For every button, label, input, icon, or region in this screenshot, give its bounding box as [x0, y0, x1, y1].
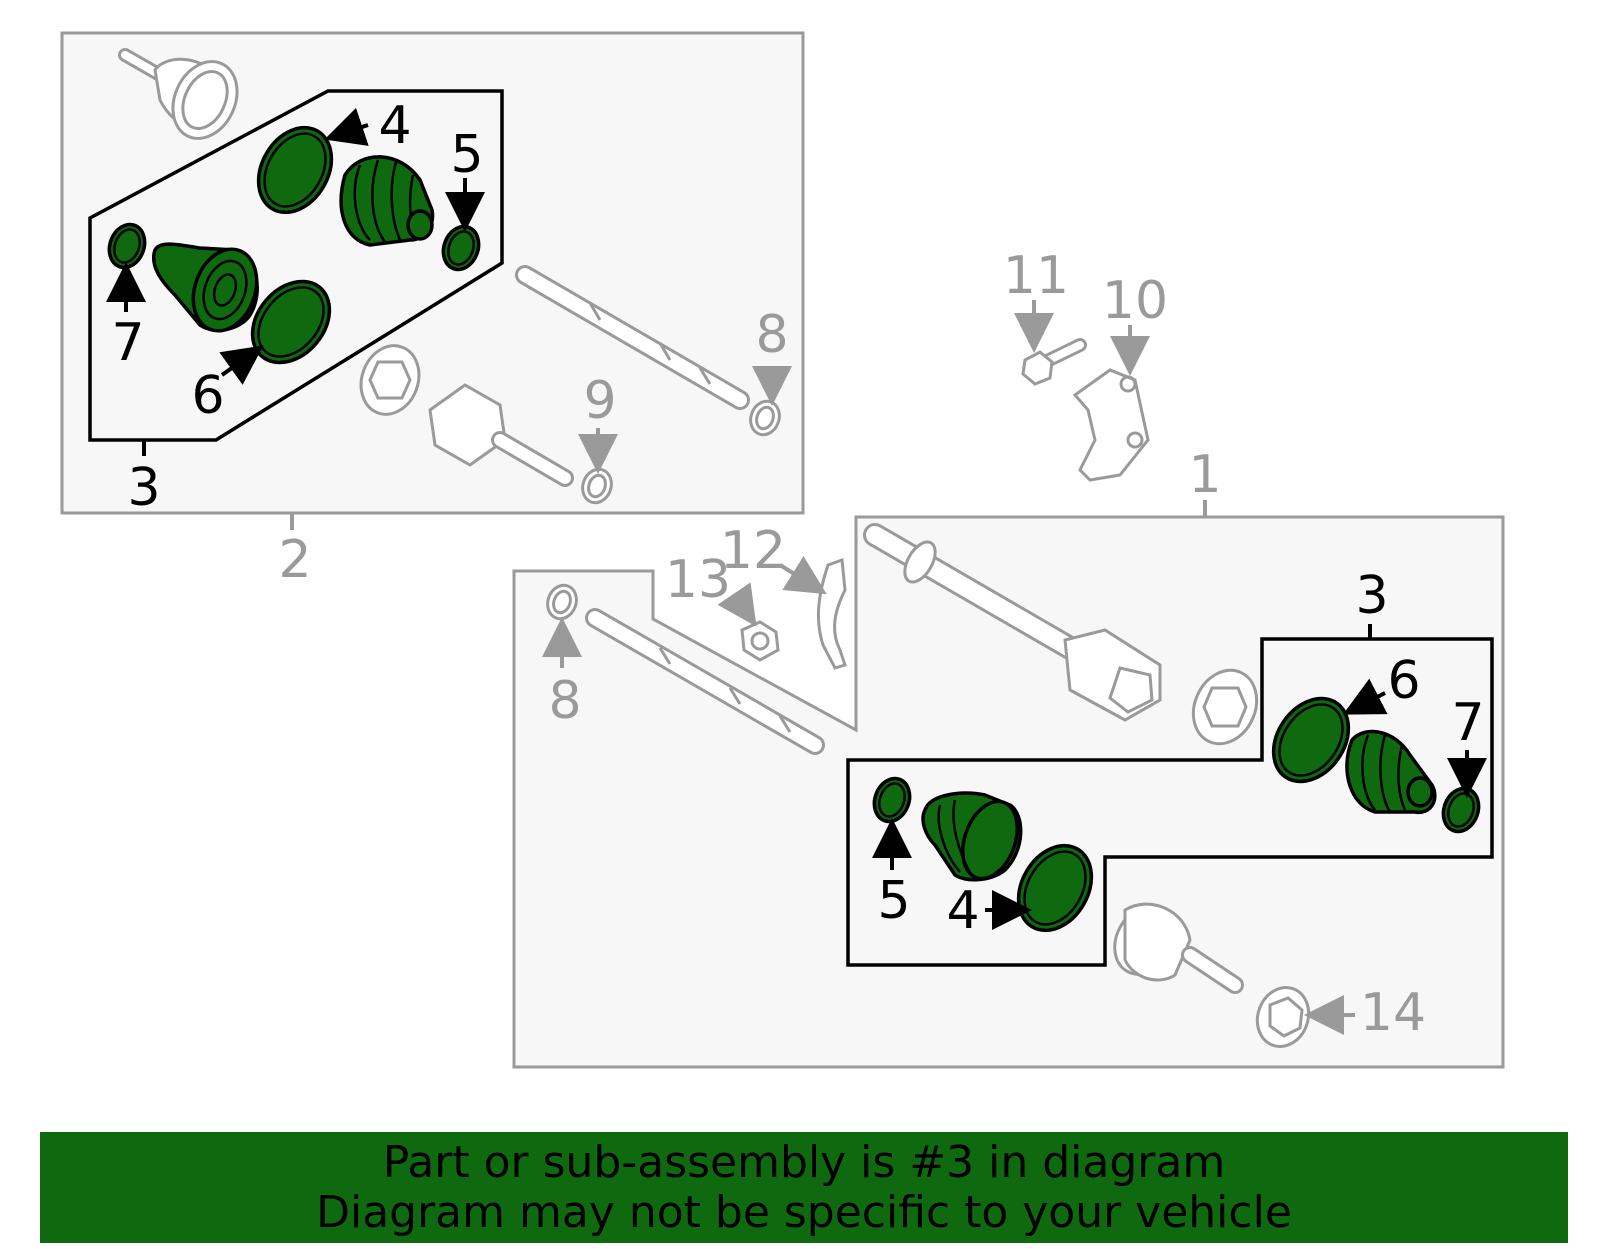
bracket-12: [816, 557, 847, 670]
callout-1: 1: [1188, 445, 1221, 505]
callout-14: 14: [1360, 983, 1426, 1043]
callout-6-right: 6: [1387, 651, 1420, 711]
callout-5-right: 5: [877, 871, 910, 931]
callout-3-right: 3: [1355, 566, 1388, 626]
callout-3-left: 3: [127, 458, 160, 518]
callout-13: 13: [665, 550, 731, 610]
cv-boot-inner-right: [1345, 729, 1437, 815]
housing-ring-left: [359, 344, 421, 416]
callout-8-top: 8: [755, 305, 788, 365]
callout-11: 11: [1003, 246, 1069, 306]
info-banner: Part or sub-assembly is #3 in diagram Di…: [40, 1132, 1568, 1243]
nut-13: [740, 620, 780, 662]
boot-seal-6-left: [250, 279, 332, 365]
bracket-10: [1072, 368, 1150, 482]
cv-boot-inner-left: [152, 242, 259, 333]
callout-9: 9: [583, 371, 616, 431]
boot-seal-6-right: [1271, 696, 1351, 784]
bolt-11: [1021, 338, 1087, 386]
callout-4-left: 4: [378, 96, 411, 156]
outer-cv-joint-part: [118, 48, 239, 140]
callout-6-left: 6: [191, 366, 224, 426]
banner-line-1: Part or sub-assembly is #3 in diagram: [382, 1137, 1226, 1188]
callout-8-bottom: 8: [548, 671, 581, 731]
sub-assembly-3-left-outline: [88, 89, 504, 456]
boot-seal-4-left: [256, 125, 334, 215]
banner-line-2: Diagram may not be specific to your vehi…: [316, 1187, 1292, 1238]
assembly-1-panel: [512, 500, 1505, 1069]
boot-seal-4-right: [1016, 843, 1094, 933]
snap-ring-8-bottom: [546, 583, 578, 621]
clamp-5-left: [441, 224, 481, 272]
inner-cv-joint-left: [428, 383, 574, 487]
inner-cv-housing-right: [1063, 628, 1162, 722]
housing-ring-right: [1191, 668, 1259, 746]
intermediate-shaft-right: [585, 608, 825, 755]
callout-5-left: 5: [450, 125, 483, 185]
snap-ring-8-top: [749, 399, 781, 437]
callout-10: 10: [1102, 271, 1168, 331]
callout-7-left: 7: [111, 313, 144, 373]
callout-7-right: 7: [1451, 693, 1484, 753]
outer-cv-joint-right: [1113, 902, 1244, 994]
intermediate-shaft-left: [515, 265, 750, 410]
sub-assembly-3-right-outline: [846, 624, 1494, 967]
callout-12: 12: [720, 521, 786, 581]
cv-boot-outer-left: [339, 155, 435, 247]
callout-2: 2: [278, 530, 311, 590]
cv-boot-outer-right: [921, 791, 1023, 882]
outer-shaft-right: [863, 523, 1082, 660]
callout-4-right: 4: [946, 881, 979, 941]
